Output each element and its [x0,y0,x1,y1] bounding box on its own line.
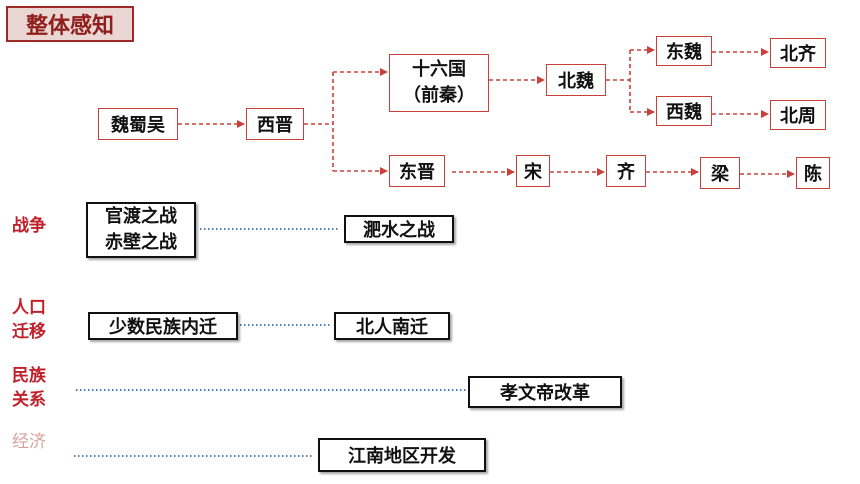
page-title: 整体感知 [6,6,134,42]
node-shiliuguo-line1: 十六国 [412,59,466,80]
node-weishuwu: 魏蜀吴 [98,108,178,140]
node-liang: 梁 [700,157,740,189]
node-xiwei: 西魏 [656,96,712,126]
event-guandu-chibi: 官渡之战 赤壁之战 [86,202,196,258]
event-feishui: 淝水之战 [344,215,454,243]
event-guandu: 官渡之战 [105,206,177,227]
event-jiangnan-development: 江南地区开发 [318,438,486,472]
event-chibi: 赤壁之战 [105,232,177,253]
node-dongwei: 东魏 [656,36,712,66]
node-dongjin: 东晋 [389,155,445,187]
category-economy: 经济 [12,432,46,452]
category-war: 战争 [12,216,46,236]
event-minority-migration: 少数民族内迁 [88,312,238,340]
category-ethnic-line2: 关系 [12,390,46,410]
category-migration: 人口 迁移 [12,296,46,344]
node-song: 宋 [516,155,550,187]
node-chen: 陈 [796,157,830,189]
node-qi: 齐 [606,155,646,187]
category-migration-line1: 人口 [12,298,46,318]
category-migration-line2: 迁移 [12,322,46,342]
node-shiliuguo: 十六国 （前秦） [389,54,489,112]
node-shiliuguo-line2: （前秦） [403,85,475,106]
category-ethnic-line1: 民族 [12,366,46,386]
category-ethnic: 民族 关系 [12,364,46,412]
node-beiwei: 北魏 [546,64,606,96]
node-xijin: 西晋 [246,108,304,140]
event-north-south-migration: 北人南迁 [334,312,450,340]
node-beiqi: 北齐 [770,38,826,68]
event-xiaowen-reform: 孝文帝改革 [468,376,622,408]
node-beizhou: 北周 [770,100,826,130]
